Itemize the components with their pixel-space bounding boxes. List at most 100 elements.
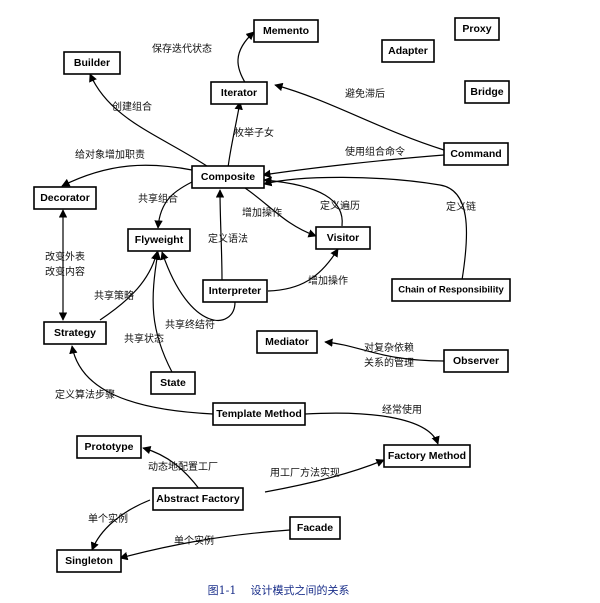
node-strategy-label: Strategy <box>54 327 96 339</box>
zhihu-watermark: 知乎 @york <box>500 567 578 584</box>
csdn-watermark: CSDN @它山之石,可以攻玉 <box>410 586 547 600</box>
edge-abstract-prototype <box>142 445 201 491</box>
node-facade: Facade <box>289 516 341 540</box>
node-prototype: Prototype <box>76 435 142 459</box>
label-define-grammar: 定义语法 <box>208 232 248 245</box>
node-iterator: Iterator <box>210 81 268 105</box>
edge-composite-builder <box>89 73 211 169</box>
node-adapter-label: Adapter <box>388 45 428 57</box>
node-memento-label: Memento <box>263 25 309 37</box>
node-observer: Observer <box>443 349 509 373</box>
node-chain-of-responsibility: Chain of Responsibility <box>391 278 511 302</box>
node-bridge: Bridge <box>464 80 510 104</box>
node-mediator: Mediator <box>256 330 318 354</box>
label-implement-with-factory-method: 用工厂方法实现 <box>270 466 340 479</box>
nodes: Memento Proxy Builder Adapter Iterator B… <box>33 17 511 573</box>
label-add-duties: 给对象增加职责 <box>75 148 145 161</box>
edges <box>58 31 468 561</box>
node-memento: Memento <box>253 19 319 43</box>
label-add-operation-1: 增加操作 <box>242 206 282 219</box>
label-save-iteration-state: 保存迭代状态 <box>152 42 212 55</box>
node-visitor: Visitor <box>315 226 371 250</box>
edge-abstract-singleton <box>90 499 151 551</box>
node-prototype-label: Prototype <box>84 441 133 453</box>
edge-template-strategy <box>69 345 214 415</box>
node-proxy-label: Proxy <box>462 23 491 35</box>
edge-observer-mediator <box>324 338 445 362</box>
node-builder-label: Builder <box>74 57 110 69</box>
node-factory-method: Factory Method <box>383 444 471 468</box>
node-flyweight: Flyweight <box>127 228 191 252</box>
node-command: Command <box>443 142 509 166</box>
edge-interpreter-composite <box>215 189 225 281</box>
label-define-traversal: 定义遍历 <box>320 199 360 212</box>
node-abstract-factory: Abstract Factory <box>152 487 244 511</box>
label-share-strategy: 共享策略 <box>94 289 134 302</box>
edge-facade-singleton <box>119 529 291 561</box>
node-interpreter-label: Interpreter <box>209 285 262 297</box>
edge-command-iterator <box>274 82 445 151</box>
label-create-composite: 创建组合 <box>112 100 152 113</box>
node-facade-label: Facade <box>297 522 333 534</box>
label-define-algorithm-steps: 定义算法步骤 <box>55 388 115 401</box>
label-use-composite-command: 使用组合命令 <box>345 145 405 158</box>
node-mediator-label: Mediator <box>265 336 309 348</box>
label-share-state: 共享状态 <box>124 332 164 345</box>
edge-iterator-memento <box>237 31 255 85</box>
label-enumerate-children: 枚举子女 <box>234 126 274 139</box>
label-dynamic-configure-factory: 动态地配置工厂 <box>148 460 218 473</box>
edge-abstract-factory-method <box>264 459 385 493</box>
node-composite-label: Composite <box>201 171 255 183</box>
node-proxy: Proxy <box>454 17 500 41</box>
node-visitor-label: Visitor <box>327 232 359 244</box>
label-change-skin: 改变外表 <box>45 250 85 263</box>
edge-composite-flyweight <box>154 179 197 229</box>
edge-composite-decorator <box>61 164 193 187</box>
node-adapter: Adapter <box>381 39 435 63</box>
caption-number: 图1-1 <box>208 584 237 597</box>
edge-command-composite <box>262 154 445 179</box>
node-decorator: Decorator <box>33 186 97 210</box>
node-builder: Builder <box>63 51 121 75</box>
node-chain-label: Chain of Responsibility <box>398 285 504 296</box>
node-singleton-label: Singleton <box>65 555 113 567</box>
edge-interpreter-flyweight <box>160 251 236 321</box>
node-state: State <box>150 371 196 395</box>
node-bridge-label: Bridge <box>470 86 503 98</box>
label-define-chain: 定义链 <box>446 200 476 213</box>
node-composite: Composite <box>191 165 265 189</box>
node-command-label: Command <box>450 148 501 160</box>
label-change-guts: 改变内容 <box>45 265 85 278</box>
edge-strategy-flyweight <box>99 251 160 321</box>
node-strategy: Strategy <box>43 321 107 345</box>
node-template-method: Template Method <box>212 402 306 426</box>
label-add-operation-2: 增加操作 <box>308 274 348 287</box>
edge-chain-composite <box>263 176 468 281</box>
node-template-label: Template Method <box>216 408 302 420</box>
edge-visitor-composite <box>263 176 343 227</box>
edge-composite-iterator <box>227 101 243 169</box>
edge-labels: 保存迭代状态 创建组合 避免滞后 枚举子女 使用组合命令 给对象增加职责 共享组… <box>45 42 476 547</box>
watermarks: 知乎 @york CSDN @它山之石,可以攻玉 <box>410 567 578 600</box>
edge-template-factory <box>304 412 440 445</box>
node-observer-label: Observer <box>453 355 499 367</box>
node-flyweight-label: Flyweight <box>135 234 184 246</box>
label-complex-dependency-1: 对复杂依赖 <box>364 341 414 354</box>
figure-caption: 图1-1 设计模式之间的关系 <box>208 583 350 597</box>
label-complex-dependency-2: 关系的管理 <box>364 356 414 369</box>
label-avoid-lag: 避免滞后 <box>345 87 385 100</box>
label-share-terminal: 共享终结符 <box>165 318 215 331</box>
node-factory-method-label: Factory Method <box>388 450 466 462</box>
node-iterator-label: Iterator <box>221 87 257 99</box>
node-decorator-label: Decorator <box>40 192 90 204</box>
edge-state-flyweight <box>152 251 173 373</box>
edge-interpreter-visitor <box>267 248 339 292</box>
edge-composite-visitor <box>244 187 317 238</box>
node-state-label: State <box>160 377 186 389</box>
label-single-instance-1: 单个实例 <box>88 512 128 525</box>
label-share-composite: 共享组合 <box>138 192 178 205</box>
node-singleton: Singleton <box>56 549 122 573</box>
label-often-uses: 经常使用 <box>382 403 422 416</box>
label-single-instance-2: 单个实例 <box>174 534 214 547</box>
